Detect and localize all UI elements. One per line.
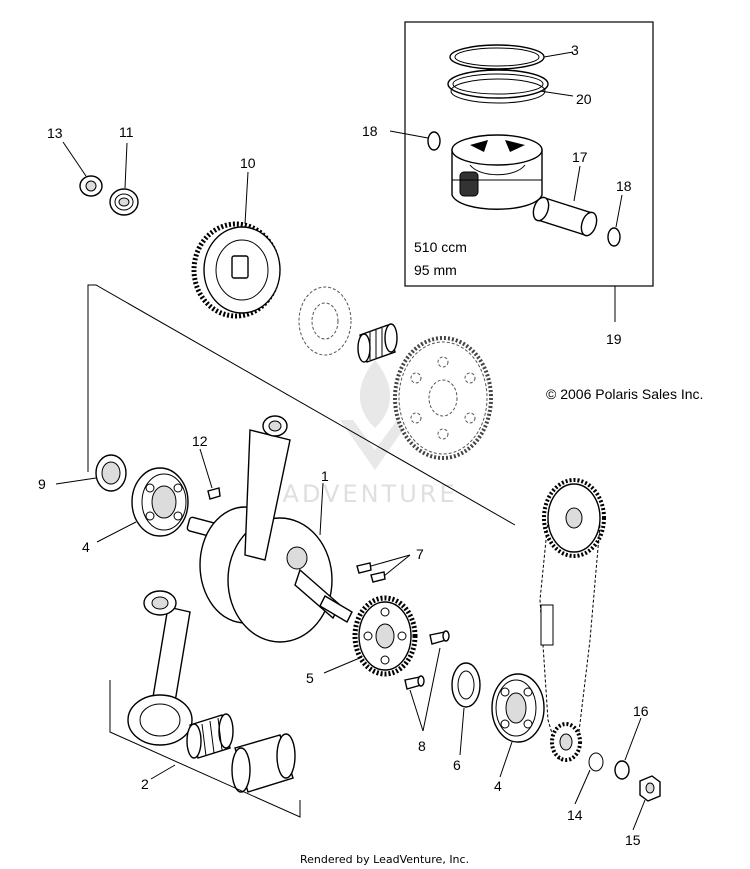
thrust-washer [451,662,481,708]
copyright-notice: © 2006 Polaris Sales Inc. [546,386,703,402]
piston [451,134,543,210]
connecting-rod-assembly [109,590,301,818]
balance-gear [191,221,281,319]
callout-7: 7 [416,546,424,562]
cam-chain [539,478,606,762]
piston-ring-set-bottom [447,69,549,104]
footer-credit: Rendered by LeadVenture, Inc. [300,853,469,866]
piston-kit-box [404,21,654,322]
callout-10: 10 [240,155,256,171]
needle-bearing-ghost [298,286,352,356]
callout-5: 5 [306,670,314,686]
callout-16: 16 [633,703,649,719]
circlip-right [607,227,621,247]
callout-6: 6 [453,757,461,773]
callout-4-right: 4 [494,778,502,794]
displacement-label: 510 ccm [414,239,467,255]
piston-pin [532,196,598,237]
crankshaft [186,415,353,643]
bolt-upper [429,630,450,645]
needle-bearing-cage [357,323,398,363]
callout-14: 14 [567,807,583,823]
hex-nut [639,775,661,802]
woodruff-key [207,487,221,500]
callout-11: 11 [119,124,134,140]
callout-8: 8 [418,738,426,754]
circlip-left [427,131,441,151]
leadventure-watermark: LEADVENTURE [248,360,458,508]
callout-20: 20 [576,91,592,107]
snap-ring [588,752,604,772]
key-lower [370,571,386,583]
callout-13: 13 [47,125,63,141]
bolt-lower [404,675,425,690]
crankshaft-assembly-bracket [87,284,516,526]
needle-bearing-big-end [186,713,234,759]
callout-17: 17 [572,149,588,165]
washer-small [614,760,630,780]
bearing-small [109,188,139,216]
piston-ring-set-top [449,44,545,70]
callout-18-right: 18 [616,178,632,194]
oil-seal-large [95,454,127,492]
large-gear [393,336,493,460]
callout-labels: 1 2 3 4 4 5 6 7 8 9 10 11 12 13 14 15 16… [38,42,649,848]
callout-3: 3 [571,42,579,58]
callout-9: 9 [38,476,46,492]
main-bearing-left [131,467,189,537]
callout-18-left: 18 [362,123,378,139]
leader-lines [55,51,646,831]
drive-sprocket [352,595,418,677]
bore-label: 95 mm [414,262,457,278]
oil-seal-small [79,175,103,197]
callout-4-left: 4 [82,539,90,555]
crank-pin [231,733,296,793]
key-upper [356,562,372,574]
watermark-text: LEADVENTURE [248,480,458,508]
callout-15: 15 [625,832,641,848]
callout-2: 2 [141,776,149,792]
callout-19: 19 [606,331,622,347]
callout-12: 12 [192,433,208,449]
callout-1: 1 [321,468,329,484]
main-bearing-right [491,673,545,743]
